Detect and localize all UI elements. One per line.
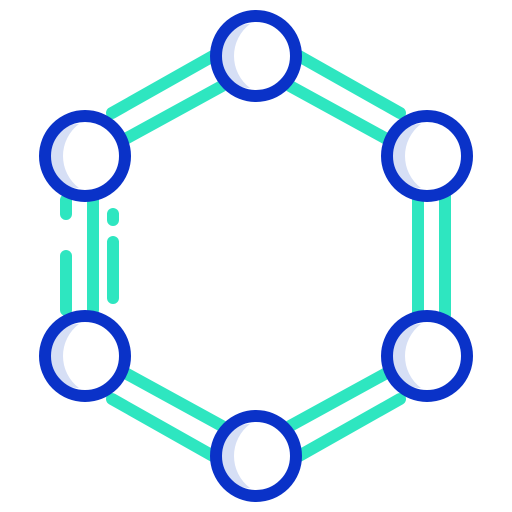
bond-bottom-left-inner <box>112 363 228 432</box>
bond-bottom-left-outer <box>106 393 219 462</box>
atom-bottom <box>210 410 302 502</box>
atom-top <box>210 10 302 102</box>
atom-bottom-right <box>381 310 473 402</box>
bonds-group <box>60 50 451 462</box>
atom-top-left <box>39 110 131 202</box>
bond-top-right-inner <box>284 80 400 149</box>
bond-top-left-outer <box>106 50 219 119</box>
bond-bottom-right-inner <box>284 363 400 432</box>
bond-top-right-outer <box>293 50 406 119</box>
atoms-group <box>39 10 473 502</box>
bond-bottom-right-outer <box>293 393 406 462</box>
atom-bottom-left <box>39 310 131 402</box>
atom-top-right <box>381 110 473 202</box>
bond-top-left-inner <box>112 80 228 149</box>
